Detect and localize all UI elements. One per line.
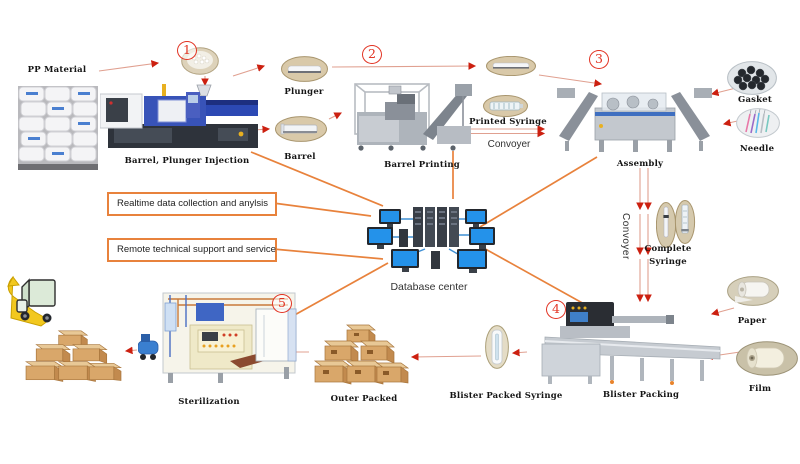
plunger-label: Plunger: [284, 87, 324, 97]
convoyer-horizontal-label: Convoyer: [487, 139, 531, 150]
gasket-label: Gasket: [738, 95, 772, 105]
blister-packed-syringe-label: Blister Packed Syringe: [449, 391, 563, 401]
barrel-image: [275, 116, 327, 142]
step-1-badge: 1: [177, 41, 197, 60]
blister-packing-machine-image: [541, 302, 721, 385]
process-flow-arrows: [98, 60, 743, 361]
callout-remote-support: Remote technical support and service: [107, 238, 277, 262]
step-5-badge: 5: [272, 294, 292, 313]
barrel-printing-label: Barrel Printing: [384, 160, 460, 170]
printed-syringe-image: [483, 95, 528, 117]
complete-syringe-image: [656, 200, 696, 248]
injection-molding-machine-image: [100, 84, 258, 148]
plunger-image: [281, 56, 328, 82]
outer-packed-label: Outer Packed: [330, 394, 398, 404]
injection-station-label: Barrel, Plunger Injection: [124, 156, 250, 166]
step-3-badge: 3: [589, 50, 609, 69]
step-4-badge: 4: [546, 300, 566, 319]
callout-realtime-data: Realtime data collection and anylsis: [107, 192, 277, 216]
step-2-badge: 2: [362, 45, 382, 64]
barrel-printing-machine-image: [354, 83, 472, 151]
database-center-label: Database center: [390, 281, 468, 293]
paper-label: Paper: [737, 316, 767, 326]
blister-packed-syringe-image: [485, 325, 509, 369]
barrel-label: Barrel: [284, 152, 316, 162]
database-link-lines: [250, 151, 598, 318]
paper-roll-image: [727, 276, 779, 306]
outer-packed-boxes-image: [313, 324, 409, 385]
film-roll-image: [736, 341, 798, 376]
convoyer-vertical-label: Convoyer: [620, 213, 631, 260]
pp-material-label: PP Material: [27, 65, 87, 75]
complete-syringe-label-line1: Complete: [644, 244, 692, 254]
needle-image: [736, 108, 780, 138]
database-center-image: [367, 207, 495, 273]
client-monitors: [367, 209, 495, 273]
complete-syringe-label-line2: Syringe: [649, 257, 687, 267]
film-label: Film: [748, 384, 772, 394]
gasket-image: [727, 61, 777, 95]
pp-material-bags-image: [18, 86, 98, 170]
sterilization-label: Sterilization: [178, 397, 240, 407]
blister-packing-label: Blister Packing: [602, 390, 680, 400]
delivery-truck-icon: [7, 275, 56, 327]
plunger-transit-image: [486, 56, 536, 76]
shipping-boxes-image: [24, 330, 122, 382]
needle-label: Needle: [739, 144, 775, 154]
assembly-label: Assembly: [616, 159, 664, 169]
sterilization-machine-image: [138, 292, 297, 383]
assembly-machine-image: [557, 88, 712, 152]
printed-syringe-label: Printed Syringe: [469, 117, 547, 127]
